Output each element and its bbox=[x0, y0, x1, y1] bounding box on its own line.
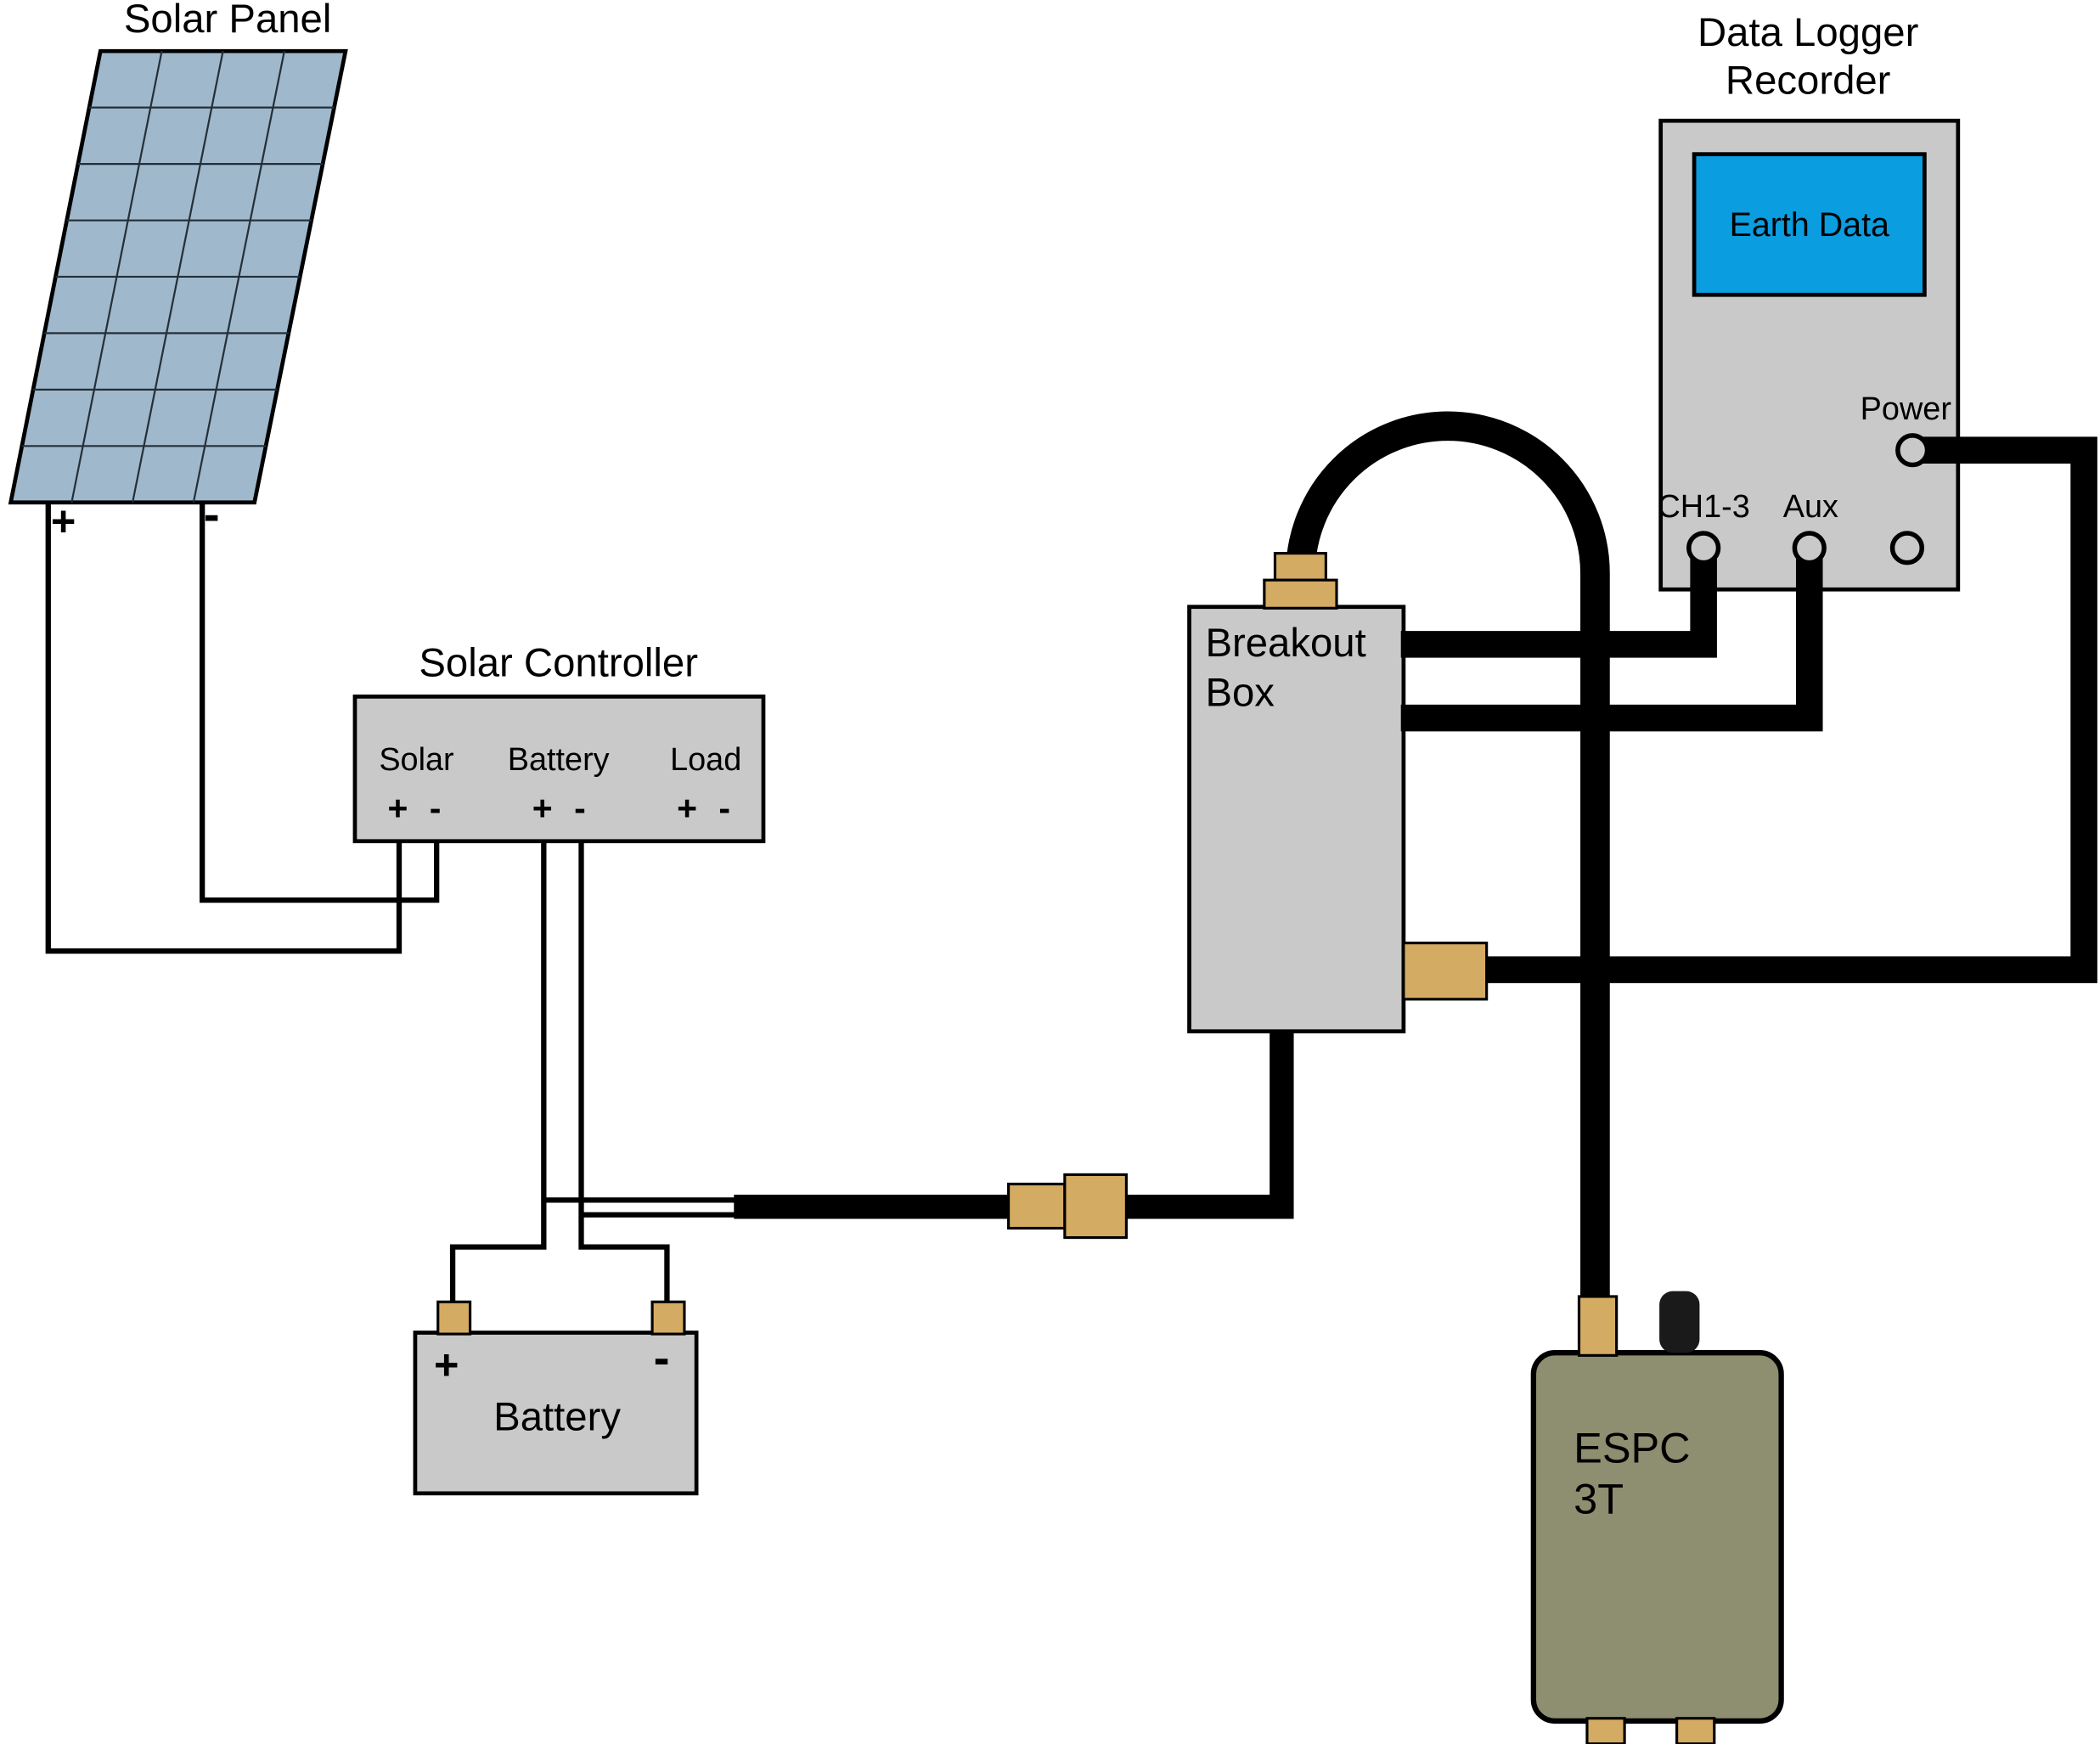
inline-connector-right bbox=[1063, 1173, 1128, 1240]
wire-controller-to-battery-minus bbox=[578, 841, 670, 1305]
solar-controller-body bbox=[352, 695, 766, 844]
breakout-top-connector-plug bbox=[1273, 552, 1327, 582]
solar-panel: Solar Panel + - bbox=[8, 0, 348, 545]
screen-label: Earth Data bbox=[1730, 206, 1889, 244]
battery-plus-post bbox=[436, 1300, 472, 1336]
solar-plus-terminal: + bbox=[387, 788, 408, 827]
breakout-right-connector bbox=[1402, 942, 1489, 1001]
data-logger-ports bbox=[1686, 433, 1930, 565]
battery: + - Battery bbox=[413, 1331, 699, 1496]
ch1-3-label: CH1-3 bbox=[1657, 489, 1749, 525]
solar-panel-grid bbox=[21, 50, 335, 503]
load-minus-terminal: - bbox=[718, 788, 730, 827]
load-plus-terminal: + bbox=[677, 788, 697, 827]
terminal-label-load: Load bbox=[670, 742, 741, 778]
cable-breakout-to-ch1-3 bbox=[1400, 552, 1717, 658]
connectors bbox=[436, 552, 1716, 1744]
espc-top-connector bbox=[1577, 1295, 1619, 1357]
wire-controller-to-battery-plus bbox=[449, 841, 547, 1305]
wire-panel-plus-to-controller bbox=[45, 504, 403, 954]
data-logger-screen bbox=[1692, 152, 1927, 297]
power-label: Power bbox=[1861, 391, 1951, 427]
wires bbox=[45, 504, 740, 1305]
terminal-label-solar: Solar bbox=[379, 742, 453, 778]
panel-plus-sign: + bbox=[51, 497, 76, 545]
ch1-3-port bbox=[1686, 531, 1721, 565]
battery-plus-sign: + bbox=[434, 1341, 459, 1389]
solar-controller-title: Solar Controller bbox=[419, 641, 698, 686]
data-logger-recorder: Data Logger Recorder Earth Data Power CH… bbox=[1657, 10, 1961, 592]
cable-battery-to-breakout bbox=[734, 1030, 1294, 1219]
battery-minus-sign: - bbox=[654, 1331, 670, 1385]
espc-top-cap bbox=[1659, 1291, 1700, 1353]
solar-minus-terminal: - bbox=[430, 788, 442, 827]
breakout-box-label-line2: Box bbox=[1205, 670, 1275, 715]
aux-port bbox=[1792, 531, 1827, 565]
wire-panel-minus-to-controller bbox=[199, 504, 440, 903]
battery-label: Battery bbox=[493, 1395, 621, 1440]
battery-plus-terminal: + bbox=[532, 788, 553, 827]
inline-connector-left bbox=[1007, 1182, 1067, 1230]
espc-3t-sensor: ESPC 3T bbox=[1530, 1350, 1784, 1724]
panel-minus-sign: - bbox=[204, 488, 220, 542]
espc-bottom-connector-1 bbox=[1585, 1717, 1626, 1744]
solar-panel-title: Solar Panel bbox=[124, 0, 332, 42]
data-logger-title-line1: Data Logger bbox=[1697, 10, 1918, 55]
breakout-top-connector-socket bbox=[1263, 578, 1338, 610]
espc-body bbox=[1530, 1350, 1784, 1724]
cable-power-to-breakout bbox=[1486, 436, 2097, 983]
power-port bbox=[1895, 433, 1930, 468]
battery-minus-post bbox=[650, 1300, 686, 1336]
terminal-label-battery: Battery bbox=[508, 742, 610, 778]
cables bbox=[734, 411, 2097, 1321]
cable-breakout-to-aux bbox=[1400, 552, 1823, 732]
spare-port bbox=[1889, 531, 1924, 565]
espc-bottom-connector-2 bbox=[1675, 1717, 1716, 1744]
solar-controller: Solar Controller Solar Battery Load + - … bbox=[352, 641, 766, 844]
data-logger-title-line2: Recorder bbox=[1726, 59, 1891, 104]
battery-body bbox=[413, 1331, 699, 1496]
battery-minus-terminal: - bbox=[574, 788, 586, 827]
breakout-box-label-line1: Breakout bbox=[1205, 621, 1365, 666]
aux-label: Aux bbox=[1783, 489, 1838, 525]
espc-label-line2: 3T bbox=[1574, 1474, 1624, 1522]
espc-label-line1: ESPC bbox=[1574, 1424, 1690, 1472]
breakout-box: Breakout Box bbox=[1187, 605, 1406, 1034]
cable-breakout-to-espc bbox=[1286, 411, 1610, 1321]
